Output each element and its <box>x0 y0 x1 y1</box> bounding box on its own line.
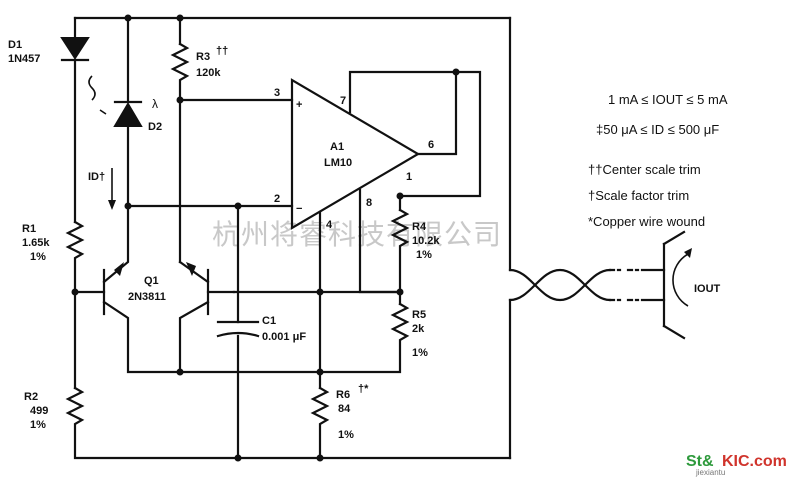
photodiode-d2 <box>113 100 143 127</box>
watermark: 杭州将睿科技有限公司 <box>212 218 502 251</box>
light-arrow-icon <box>88 75 107 115</box>
pin-1-label: 1 <box>406 171 412 183</box>
label-r2-ref: R2 <box>24 391 38 403</box>
pin-3-label: 3 <box>274 87 280 99</box>
wire <box>178 370 322 390</box>
label-iout: IOUT <box>694 283 721 295</box>
label-d2-symbol: λ <box>152 97 158 111</box>
logo-text-b: KIC.com <box>722 453 787 470</box>
junction-dot <box>316 454 324 462</box>
label-q1-ref: Q1 <box>144 275 159 287</box>
pin-6-label: 6 <box>428 139 434 151</box>
pin-7-label: 7 <box>340 95 346 107</box>
capacitor-c1 <box>216 320 260 338</box>
wire <box>398 70 482 198</box>
label-r4-tol: 1% <box>416 249 432 261</box>
note-center-scale-trim: ††Center scale trim <box>588 162 701 177</box>
pin-2-label: 2 <box>274 193 280 205</box>
note-current-range: 1 mA ≤ IOUT ≤ 5 mA <box>608 92 728 107</box>
arrowhead <box>684 248 692 258</box>
label-r1-ref: R1 <box>22 223 36 235</box>
resistor-r3 <box>170 42 190 102</box>
label-r6-ref: R6 <box>336 389 350 401</box>
note-copper-wire: *Copper wire wound <box>588 214 705 229</box>
label-d1-ref: D1 <box>8 39 22 51</box>
label-r3-value: 120k <box>196 67 221 79</box>
note-id-range: ‡50 μA ≤ ID ≤ 500 μF <box>596 122 719 137</box>
label-r1-value: 1.65k <box>22 237 50 249</box>
label-r4-ref: R4 <box>412 221 427 233</box>
logo-text-a: St& <box>686 453 714 470</box>
label-a1-ref: A1 <box>330 141 344 153</box>
logo-subtext: jiexiantu <box>695 468 725 477</box>
output-current-arrow-icon <box>672 253 689 307</box>
meter-icon <box>662 230 686 340</box>
wire-pin8 <box>358 188 402 294</box>
resistor-r6 <box>310 386 330 460</box>
label-r6-mark: †* <box>358 383 369 395</box>
label-r5-value: 2k <box>412 323 425 335</box>
wire-pin6 <box>416 70 458 156</box>
resistor-r2 <box>65 386 512 460</box>
label-r5-ref: R5 <box>412 309 426 321</box>
transistor-q1 <box>73 204 236 374</box>
pin-4-label: 4 <box>326 219 333 231</box>
label-a1-value: LM10 <box>324 157 352 169</box>
pin-8-label: 8 <box>366 197 372 209</box>
resistor-r5 <box>318 302 410 374</box>
label-id-current: ID† <box>88 171 105 183</box>
label-r2-tol: 1% <box>30 419 46 431</box>
note-scale-factor-trim: †Scale factor trim <box>588 188 689 203</box>
label-d2-ref: D2 <box>148 121 162 133</box>
diode-d1 <box>60 37 90 62</box>
label-d1-value: 1N457 <box>8 53 40 65</box>
label-r6-value: 84 <box>338 403 351 415</box>
wire-pin7 <box>348 70 458 114</box>
label-r5-tol: 1% <box>412 347 428 359</box>
label-c1-ref: C1 <box>262 315 276 327</box>
site-logo: St& KIC.com jiexiantu <box>686 453 787 477</box>
label-r3-ref: R3 <box>196 51 210 63</box>
label-r1-tol: 1% <box>30 251 46 263</box>
resistor-r1 <box>65 220 85 294</box>
label-c1-value: 0.001 μF <box>262 331 306 343</box>
junction-dot <box>234 454 242 462</box>
twisted-pair-wire <box>508 268 666 302</box>
arrowhead <box>108 200 116 210</box>
label-r3-mark: †† <box>216 45 228 57</box>
pin-minus-label: − <box>296 203 302 215</box>
label-q1-value: 2N3811 <box>128 291 166 303</box>
pin-plus-label: + <box>296 99 302 111</box>
resistor-r4 <box>390 208 410 294</box>
opamp-a1 <box>290 78 421 230</box>
label-r4-value: 10.2k <box>412 235 440 247</box>
label-r6-tol: 1% <box>338 429 354 441</box>
label-r2-value: 499 <box>30 405 48 417</box>
